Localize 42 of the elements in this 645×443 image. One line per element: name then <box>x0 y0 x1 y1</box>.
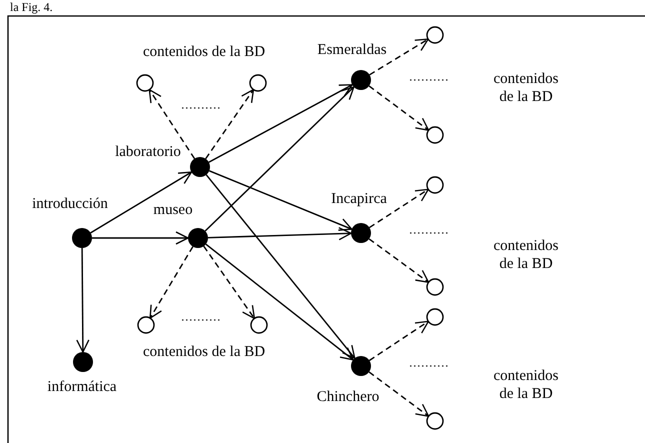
empty-circle <box>426 26 444 44</box>
dashed-arrow <box>368 371 430 417</box>
empty-circle <box>426 176 444 194</box>
empty-circle <box>249 74 267 92</box>
empty-circle <box>136 74 154 92</box>
caption-text: la Fig. 4. <box>10 0 54 14</box>
dashed-arrow <box>368 238 430 283</box>
empty-circle <box>250 316 268 334</box>
dashed-arrow <box>203 246 256 320</box>
node-label: Chinchero <box>316 388 380 406</box>
empty-circle <box>426 278 444 296</box>
dashed-arrow <box>369 188 429 228</box>
empty-circle <box>137 316 155 334</box>
arrow <box>205 244 354 360</box>
arrow <box>208 84 353 163</box>
dashed-arrow <box>149 246 194 319</box>
arrow <box>90 172 192 234</box>
node-label: laboratorio <box>114 143 182 161</box>
annotation-label: contenidos de la BD <box>143 43 263 61</box>
arrow <box>204 86 354 232</box>
dashed-arrow <box>368 85 430 131</box>
empty-circle <box>426 308 444 326</box>
node-label: introducción <box>31 195 109 213</box>
annotation-label: contenidos de la BD <box>492 367 560 403</box>
arrow <box>92 231 189 245</box>
node-label: Esmeraldas <box>316 41 388 59</box>
arrow <box>208 227 352 240</box>
arrow <box>206 174 356 359</box>
dashed-arrow <box>205 88 254 160</box>
dashed-arrow <box>368 320 429 362</box>
node-label: Incapirca <box>330 190 388 208</box>
dashed-arrow <box>369 38 429 76</box>
dashed-arrow <box>148 89 196 160</box>
empty-circle <box>426 412 444 430</box>
empty-circle <box>426 126 444 144</box>
arrow <box>76 248 90 353</box>
annotation-label: contenidos de la BD <box>492 70 560 106</box>
node-label: informática <box>46 378 118 396</box>
annotation-label: contenidos de la BD <box>143 343 263 361</box>
annotation-label: contenidos de la BD <box>492 237 560 273</box>
node-label: museo <box>152 201 194 219</box>
arrow <box>208 170 352 231</box>
